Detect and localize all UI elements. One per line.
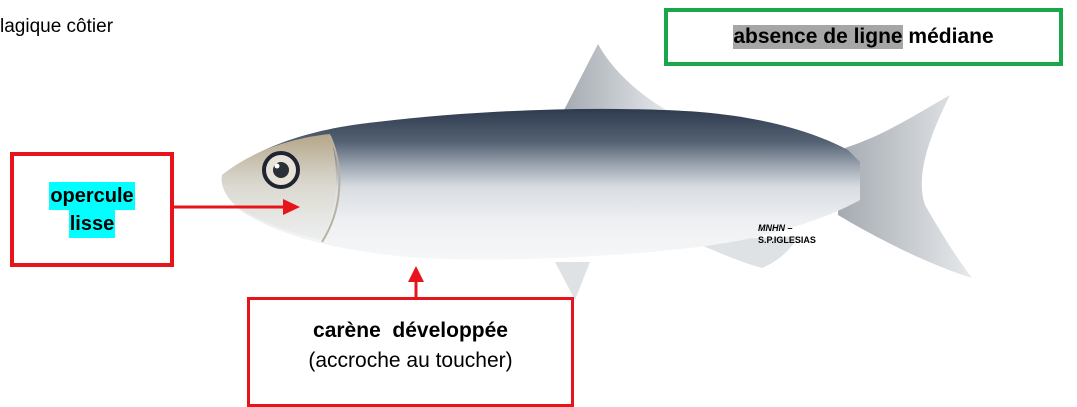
credit-line2: S.P.IGLESIAS (758, 234, 816, 246)
top-left-text: lagique côtier (0, 16, 113, 38)
dorsal-fin (563, 44, 672, 113)
arrow-up-icon (408, 266, 424, 297)
credit-line1: MNHN (758, 223, 785, 233)
operculum-label: opercule lisse (10, 152, 174, 267)
pelvic-fin (555, 262, 590, 300)
lateral-line-label: absence de ligne médiane (664, 8, 1063, 66)
photo-credit: MNHN – S.P.IGLESIAS (758, 222, 816, 246)
lateral-line-rest: médiane (903, 25, 994, 49)
keel-line2: (accroche au toucher) (250, 346, 571, 376)
operculum-line1: opercule (49, 182, 134, 210)
credit-line1-suffix: – (785, 223, 793, 233)
operculum-line2: lisse (69, 210, 115, 238)
keel-line1: carène développée (250, 316, 571, 346)
keel-label: carène développée (accroche au toucher) (247, 297, 574, 407)
lateral-line-highlight: absence de ligne (733, 25, 902, 49)
